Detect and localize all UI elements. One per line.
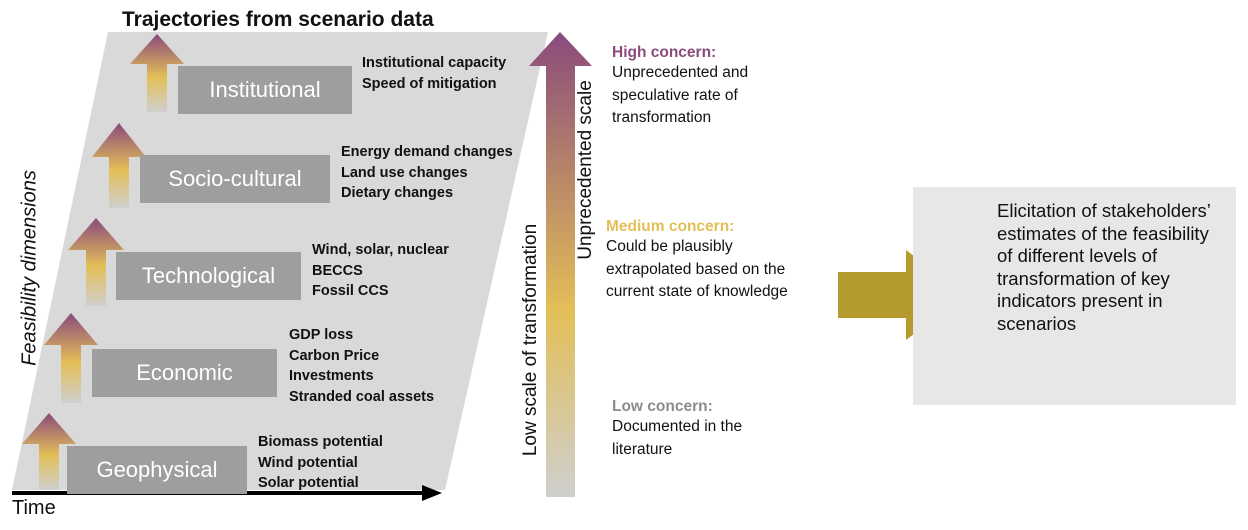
concern-line: speculative rate of (612, 86, 738, 104)
low-concern-block: Low concern: Documented in the literatur… (612, 398, 742, 461)
indicator: Wind, solar, nuclear (312, 242, 449, 258)
unprecedented-scale-label: Unprecedented scale (575, 80, 596, 260)
concern-line: extrapolated based on the (606, 260, 786, 278)
indicator: GDP loss (289, 327, 354, 343)
dimension-geophysical: Geophysical (67, 446, 247, 494)
medium-concern-block: Medium concern: Could be plausibly extra… (606, 218, 788, 304)
concern-line: literature (612, 440, 673, 458)
y-axis-label: Feasibility dimensions (18, 170, 41, 366)
transformation-scale-arrow (529, 32, 592, 497)
geophysical-arrow (22, 413, 76, 490)
indicator: Institutional capacity (362, 55, 507, 71)
dimension-economic: Economic (92, 349, 277, 397)
diagram-title: Trajectories from scenario data (122, 8, 434, 31)
indicator: Dietary changes (341, 185, 454, 201)
indicator: Speed of mitigation (362, 75, 497, 92)
indicator: Energy demand changes (341, 144, 513, 160)
dimension-socio-cultural: Socio-cultural (140, 155, 330, 203)
indicator: Land use changes (341, 164, 468, 181)
elicitation-text: Elicitation of stakeholders’ estimates o… (997, 200, 1211, 334)
high-concern-heading: High concern: (612, 44, 717, 61)
socio-cultural-indicators: Energy demand changes Land use changes D… (341, 142, 513, 204)
low-concern-heading: Low concern: (612, 398, 713, 415)
medium-concern-heading: Medium concern: (606, 218, 735, 235)
economic-arrow (44, 313, 98, 403)
indicator: Fossil CCS (312, 283, 389, 299)
geophysical-indicators: Biomass potential Wind potential Solar p… (258, 432, 383, 494)
indicator: Investments (289, 368, 374, 384)
x-axis-label: Time (12, 497, 56, 519)
concern-line: current state of knowledge (606, 283, 788, 300)
indicator: Wind potential (258, 454, 358, 471)
technological-arrow (68, 218, 124, 306)
indicator: Biomass potential (258, 434, 383, 450)
dimension-institutional: Institutional (178, 66, 352, 114)
indicator: Solar potential (258, 475, 359, 491)
technological-indicators: Wind, solar, nuclear BECCS Fossil CCS (312, 240, 449, 302)
concern-line: Documented in the (612, 418, 743, 435)
socio-cultural-arrow (92, 123, 146, 208)
indicator: BECCS (312, 262, 363, 279)
high-concern-block: High concern: Unprecedented and speculat… (612, 44, 748, 130)
dimension-technological: Technological (116, 252, 301, 300)
low-scale-label: Low scale of transformation (520, 223, 541, 457)
indicator: Carbon Price (289, 347, 380, 364)
indicator: Stranded coal assets (289, 388, 435, 405)
concern-line: Unprecedented and (612, 64, 749, 81)
institutional-arrow (130, 34, 184, 112)
institutional-indicators: Institutional capacity Speed of mitigati… (362, 53, 506, 94)
economic-indicators: GDP loss Carbon Price Investments Strand… (289, 325, 434, 407)
concern-line: Could be plausibly (606, 238, 733, 255)
concern-line: transformation (612, 109, 712, 126)
elicitation-box: Elicitation of stakeholders’ estimates o… (913, 187, 1236, 405)
